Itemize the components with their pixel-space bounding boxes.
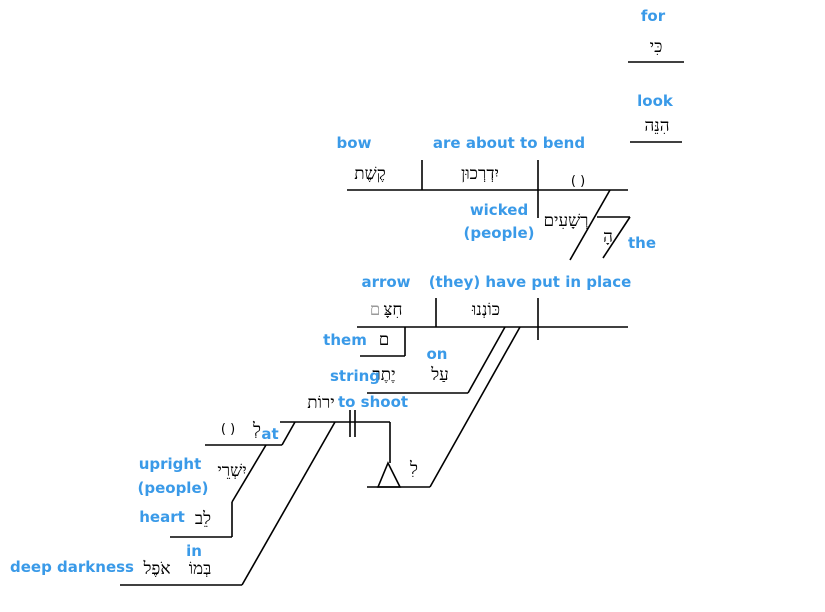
hebrew-chitsa: חִצָּ [384,300,403,320]
gloss-to-shoot: to shoot [338,393,408,411]
at-slant [281,421,296,446]
prep-slant [467,326,506,394]
subject-slant [569,189,611,261]
hebrew-reshaim: רְשָׁעִים [543,211,588,231]
hebrew-yidrekhun: יִדְרְכוּן [461,164,499,184]
diagram-lines [120,61,684,586]
gloss-upright: upright [139,455,202,473]
gloss-are-about-to-bend: are about to bend [433,134,585,152]
hebrew-am-suffix: ם [379,330,390,350]
gloss-in: in [186,542,202,560]
gloss-for: for [641,7,666,25]
at-placeholder: ( ) [221,422,235,437]
hebrew-lamed: לִ [409,459,418,479]
gloss-the: the [628,234,656,252]
gloss-on: on [427,345,448,363]
gloss-bow: bow [337,134,372,152]
hebrew-lev: לֵב [195,509,211,529]
infinitive-slant [429,326,521,488]
hebrew-ofel: אֹפֶל [142,559,170,579]
hebrew-yishrei: יִשְׁרֵי [217,461,246,481]
gloss-them: them [323,331,367,349]
in-slant [241,421,336,586]
gloss-wicked: wicked [470,201,528,219]
hebrew-ha: הָ [603,227,613,247]
hebrew-yeter: יֶתֶר [372,365,395,385]
stand-triangle [376,461,402,488]
upright-slant [231,444,267,503]
hebrew-suffix-gray: ם [370,300,381,320]
article-slant [602,216,631,259]
hebrew-hinneh: הִנֵּה [644,116,669,136]
hebrew-bemo: בְּמוֹ [189,559,212,579]
gloss-heart: heart [139,508,185,526]
subject-placeholder: ( ) [571,174,585,189]
hebrew-le: לְ [252,420,261,440]
gloss-have-put-in-place: (they) have put in place [429,273,632,291]
gloss-people: (people) [464,224,535,242]
hebrew-ki: כִּי [650,37,663,57]
hebrew-al: עַל [430,365,449,385]
gloss-upright-people: (people) [138,479,209,497]
gloss-arrow: arrow [361,273,410,291]
gloss-string: string [330,367,380,385]
gloss-deep-darkness: deep darkness [10,558,134,576]
gloss-look: look [637,92,674,110]
hebrew-qeshet: קֶשֶׁת [354,164,386,184]
hebrew-konenu: כּוֹנְנוּ [471,300,500,320]
gloss-at: at [261,425,278,443]
hebrew-yerot: ירוֹת [307,393,335,413]
